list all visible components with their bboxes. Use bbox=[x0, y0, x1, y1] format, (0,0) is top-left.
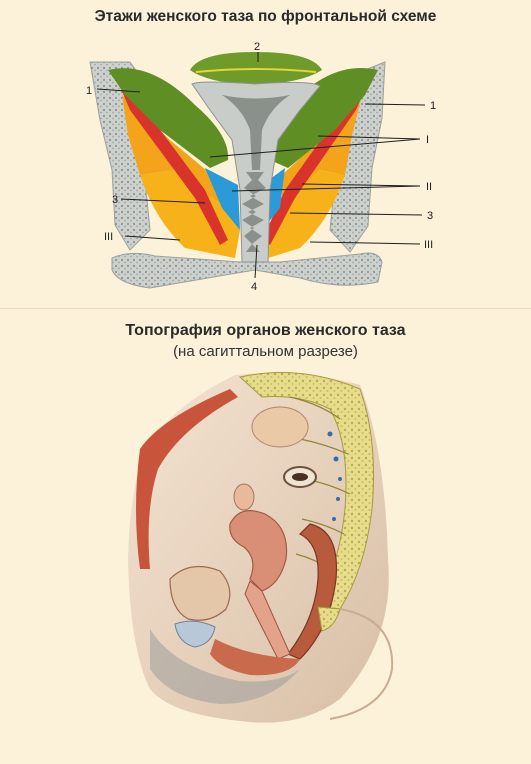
sagittal-subtitle: (на сагиттальном разрезе) bbox=[173, 343, 358, 360]
bladder bbox=[169, 565, 231, 621]
peritoneum-line bbox=[195, 68, 317, 73]
coccyx bbox=[317, 606, 341, 632]
label-roman-2: II bbox=[426, 181, 432, 193]
left-levator-muscle bbox=[118, 82, 228, 245]
blood-vessels bbox=[327, 431, 342, 521]
colon-lumen bbox=[292, 473, 308, 481]
label-1-left: 1 bbox=[86, 85, 92, 97]
leader-lines bbox=[96, 52, 426, 279]
buttock-contour bbox=[329, 608, 394, 720]
label-2: 2 bbox=[254, 41, 260, 53]
rectum bbox=[287, 523, 338, 660]
right-levator-muscle bbox=[262, 82, 368, 245]
left-blue-space bbox=[205, 168, 240, 230]
small-intestine bbox=[251, 406, 309, 448]
label-roman-3-left: III bbox=[104, 231, 113, 243]
right-lower-floor bbox=[266, 170, 345, 258]
frontal-scheme-panel: Этажи женского таза по фронтальной схеме bbox=[0, 0, 531, 308]
sagittal-section-panel: Топография органов женского таза (на саг… bbox=[0, 309, 531, 764]
frontal-pelvis-diagram: 1 2 1 I II 3 3 III III 4 bbox=[86, 41, 436, 293]
label-4: 4 bbox=[251, 281, 257, 293]
ovary bbox=[233, 483, 255, 511]
pubic-symphysis bbox=[174, 620, 216, 648]
vagina bbox=[244, 580, 291, 660]
left-peritoneal-floor bbox=[108, 68, 229, 168]
perineum-shadow bbox=[150, 629, 300, 704]
label-roman-3-right: III bbox=[424, 239, 433, 251]
left-lower-floor bbox=[140, 170, 240, 258]
uterus bbox=[229, 510, 288, 592]
top-peritoneum bbox=[190, 52, 322, 84]
sagittal-pelvis-illustration bbox=[128, 372, 394, 723]
vaginal-canal bbox=[242, 172, 266, 252]
perineal-base bbox=[111, 252, 383, 289]
label-3-right: 3 bbox=[427, 210, 433, 222]
label-roman-1: I bbox=[426, 134, 429, 146]
uterine-cavity bbox=[222, 95, 290, 170]
label-1-right: 1 bbox=[430, 100, 436, 112]
label-3-left: 3 bbox=[112, 194, 118, 206]
abdominal-wall bbox=[136, 389, 238, 569]
frontal-scheme-title: Этажи женского таза по фронтальной схеме bbox=[94, 8, 437, 25]
right-peritoneal-floor bbox=[269, 68, 378, 168]
panel-divider bbox=[0, 308, 531, 309]
sagittal-title: Топография органов женского таза bbox=[125, 322, 406, 339]
perineal-muscles bbox=[210, 639, 300, 676]
